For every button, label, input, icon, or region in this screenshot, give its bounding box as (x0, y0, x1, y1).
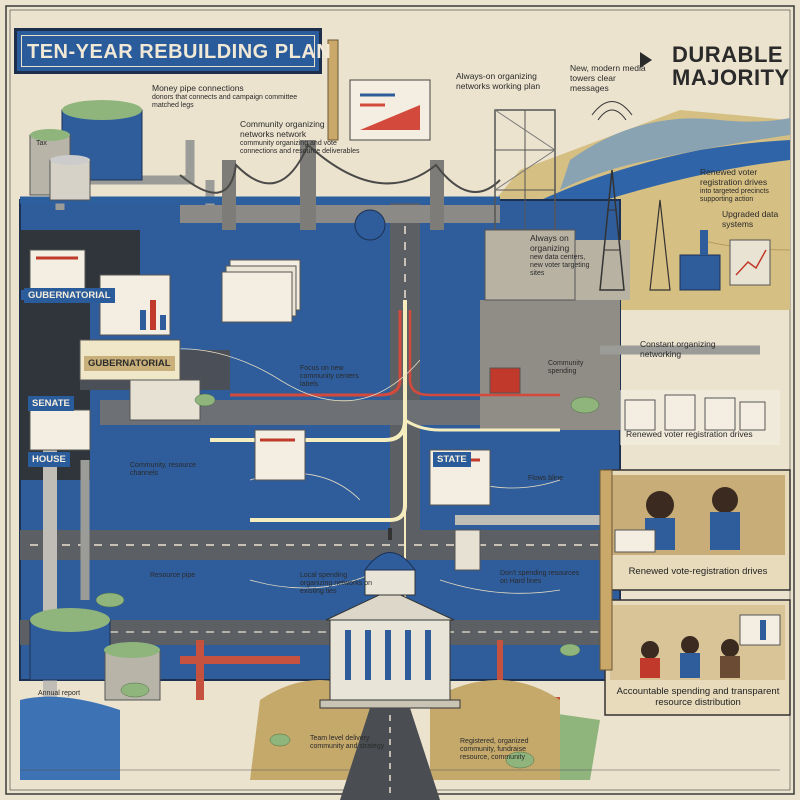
data-center (679, 230, 771, 291)
label-voter-registration-right: Renewed voter registration drives into t… (700, 167, 769, 203)
headline-line2: MAJORITY (672, 65, 790, 91)
headline-line1: DURABLE (672, 42, 784, 67)
caption-accountable-spending: Accountable spending and transparent res… (616, 686, 780, 708)
label-local-spending: Local spending organizing networks on ex… (300, 572, 372, 596)
bridge (179, 140, 501, 241)
tag-gubernatorial-1: GUBERNATORIAL (24, 288, 115, 303)
label-flows-bline: Flows bline (528, 475, 564, 482)
label-registered: Registered, organized community, fundrai… (460, 738, 529, 762)
label-tax: Tax (36, 140, 47, 147)
right-panels (599, 390, 791, 716)
label-always-on: Always on organizing new data centers, n… (530, 233, 590, 277)
chart-board (327, 39, 431, 141)
paper-stack (221, 259, 301, 323)
caption-voter-registration-photo: Renewed vote-registration drives (628, 566, 768, 577)
label-money-pipe: Money pipe connections donors that conne… (152, 83, 298, 109)
money-drums-top (29, 100, 143, 201)
title-banner: TEN-YEAR REBUILDING PLAN (14, 28, 331, 74)
label-dont-spending: Don't spending resources on Hard lines (500, 570, 580, 586)
left-cards (29, 249, 201, 451)
headline: DURABLE MAJORITY (672, 43, 790, 89)
money-piles (95, 393, 600, 769)
tag-house: HOUSE (28, 452, 70, 467)
play-arrow-icon (640, 52, 652, 68)
label-constant-organizing: Constant organizing networking (640, 339, 716, 359)
label-resource-pipe: Resource pipe (150, 572, 196, 579)
tag-gubernatorial-2: GUBERNATORIAL (84, 356, 175, 371)
page-title: TEN-YEAR REBUILDING PLAN (27, 41, 332, 63)
radio-tower (591, 101, 671, 291)
label-team-level: Team level delivery community and strate… (310, 735, 385, 751)
label-focus-notes: Focus on new community centers labels (300, 365, 359, 389)
label-community-spending: Community spending (548, 360, 584, 376)
capitol-building (319, 528, 461, 800)
label-data-systems: Upgraded data systems (722, 209, 779, 229)
label-voter-registration-bottom: Renewed voter registration drives (626, 429, 753, 439)
label-organizing-networks: Always-on organizing networks working pl… (456, 71, 541, 91)
scaffolding (484, 109, 576, 301)
tag-state: STATE (433, 452, 471, 467)
label-community-channels: Community, resource channels (130, 462, 197, 478)
tag-senate: SENATE (28, 396, 74, 411)
label-media-towers: New, modern media towers clear messages (570, 63, 646, 93)
label-annual-report: Annual report (38, 690, 81, 697)
label-community-networks: Community organizing networks network co… (240, 119, 360, 155)
